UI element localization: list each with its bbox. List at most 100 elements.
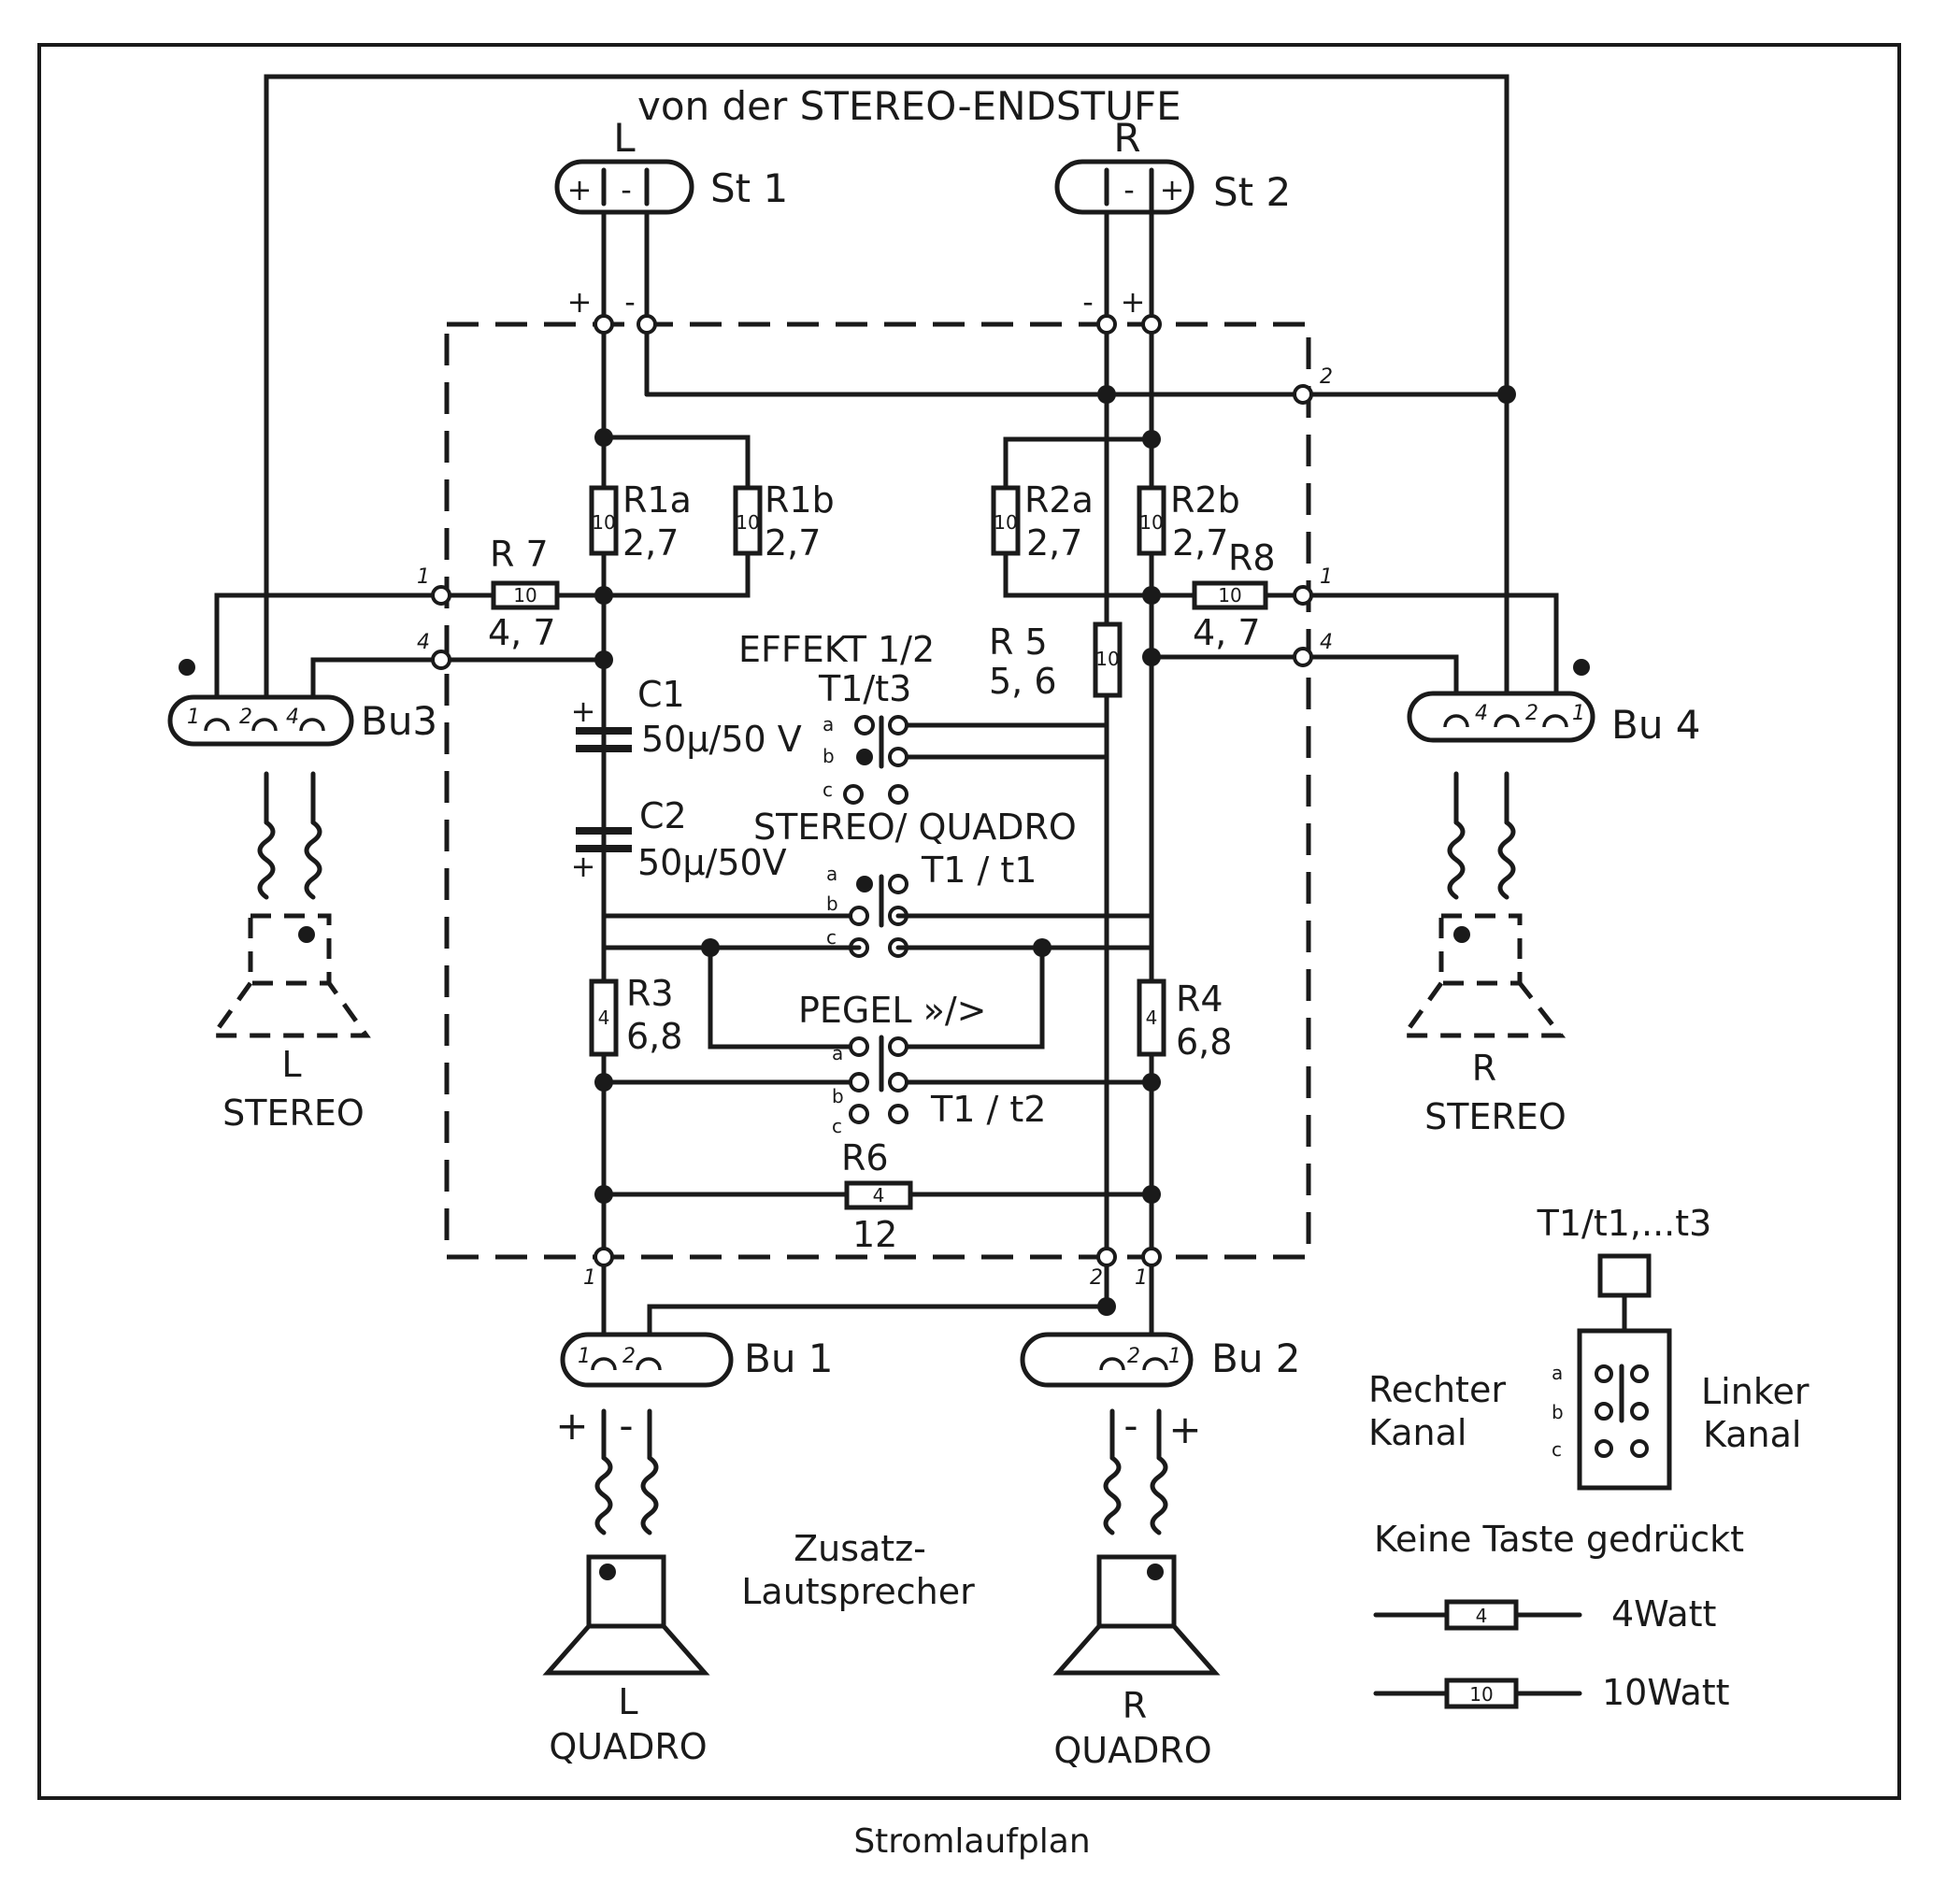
legend-switch [1577,1253,1672,1491]
svg-text:10: 10 [1095,648,1119,670]
c1-plus: + [571,693,596,729]
bu2-pin2: 2 [1127,1345,1140,1368]
effekt-label: EFFEKT 1/2 [738,629,935,670]
socket-bu4 [1407,659,1595,743]
bu1-label: Bu 1 [744,1335,834,1381]
boundary-terminals [431,314,1313,1267]
r1-branch: 10 10 [589,435,763,598]
c1-name: C1 [637,674,685,715]
r6-wiring: 4 [601,1180,1154,1210]
r2a-name: R2a [1024,479,1094,521]
left-quadro-type: QUADRO [549,1726,707,1767]
st1-label: St 1 [710,165,788,211]
r2b-name: R2b [1170,479,1240,521]
switch-t3 [843,715,908,805]
right-stereo-side: R [1472,1048,1496,1089]
svg-text:10: 10 [592,511,615,534]
r7-name: R 7 [490,534,549,575]
t2-label: T1 / t2 [930,1089,1046,1130]
legend-10-code: 10 [1469,1683,1493,1706]
svg-text:10: 10 [513,584,536,607]
bu4-pin1: 1 [1572,702,1585,725]
legend-linker-kanal: Kanal [1703,1414,1801,1455]
source-right-label: R [1113,115,1140,161]
svg-text:10: 10 [1139,511,1163,534]
r7-value: 4, 7 [488,612,556,653]
st1-plus: + [567,172,593,207]
source-left-label: L [613,115,636,161]
c2-value: 50µ/50V [637,842,787,883]
t3-contact-c: c [823,778,833,801]
pin-1-left: 1 [417,565,430,589]
socket-bu3 [167,659,354,747]
pin-4-left: 4 [417,631,430,654]
t1-contact-a: a [826,863,837,885]
source-label: von der STEREO-ENDSTUFE [637,83,1181,129]
r5-name: R 5 [989,621,1048,663]
pin-1-right: 1 [1320,565,1333,589]
switch-t2 [849,1035,908,1124]
t2-contact-b: b [832,1085,844,1107]
svg-text:10: 10 [994,511,1017,534]
capacitors [576,657,862,919]
bu1-pin1: 1 [578,1345,591,1368]
r1a-value: 2,7 [622,522,679,564]
r2b-value: 2,7 [1172,522,1228,564]
svg-text:4: 4 [873,1184,885,1207]
r1a-name: R1a [622,479,692,521]
st2-label: St 2 [1213,169,1291,215]
t1-label: T1 / t1 [921,850,1037,891]
legend-rechter: Rechter [1368,1369,1506,1410]
st2-plus: + [1160,172,1185,207]
t3-contact-a: a [823,713,834,735]
r1b-value: 2,7 [765,522,821,564]
plug-st2 [1054,159,1195,215]
bu3-pin1: 1 [187,706,200,729]
c2-plus: + [571,849,596,884]
t3-contact-b: b [823,745,835,767]
caption: Stromlaufplan [853,1822,1090,1861]
quadro-right-plus: + [1168,1407,1201,1452]
box-plus-right: + [1121,284,1146,320]
r4-value: 6,8 [1176,1021,1232,1063]
left-quadro-side: L [618,1681,637,1722]
left-stereo-side: L [281,1044,301,1085]
t3-label: T1/t3 [818,668,911,709]
r6-value: 12 [852,1214,897,1255]
box-plus-left: + [567,284,593,320]
r8-value: 4, 7 [1193,612,1261,653]
quadro-left-plus: + [555,1403,588,1449]
box-minus-left: - [624,284,636,320]
bu4-pin4: 4 [1475,702,1488,725]
r3-value: 6,8 [626,1016,682,1057]
legend-contact-a: a [1552,1362,1563,1384]
st1-minus: - [621,172,632,207]
legend-keine-taste: Keine Taste gedrückt [1374,1519,1744,1560]
legend-contact-c: c [1552,1438,1562,1461]
plug-st1 [554,159,694,215]
svg-text:10: 10 [1218,584,1241,607]
bu3-pin2: 2 [239,706,252,729]
t2-contact-a: a [832,1042,843,1064]
switch-t1 [849,874,1154,958]
bu2-label: Bu 2 [1211,1335,1301,1381]
legend-4-code: 4 [1476,1605,1488,1627]
r1b-name: R1b [765,479,835,521]
right-quadro-type: QUADRO [1053,1730,1211,1771]
bu2-pin1: 1 [1168,1345,1181,1368]
speaker-left-quadro [542,1408,710,1676]
right-stereo-type: STEREO [1424,1096,1567,1137]
bu1-pin2: 2 [622,1345,636,1368]
pin-2-bottom-right: 2 [1090,1266,1103,1290]
speaker-right-quadro [1052,1408,1221,1676]
box-minus-right: - [1082,284,1094,320]
left-stereo-type: STEREO [222,1092,365,1134]
pegel-bus: 4 4 [589,945,1166,1085]
quadro-left-minus: - [619,1403,633,1449]
svg-text:4: 4 [1146,1007,1158,1029]
r2a-value: 2,7 [1026,522,1082,564]
outer-frame [37,43,1901,1800]
t1-contact-b: b [826,893,838,915]
r5-wiring: 10 [895,621,1123,760]
